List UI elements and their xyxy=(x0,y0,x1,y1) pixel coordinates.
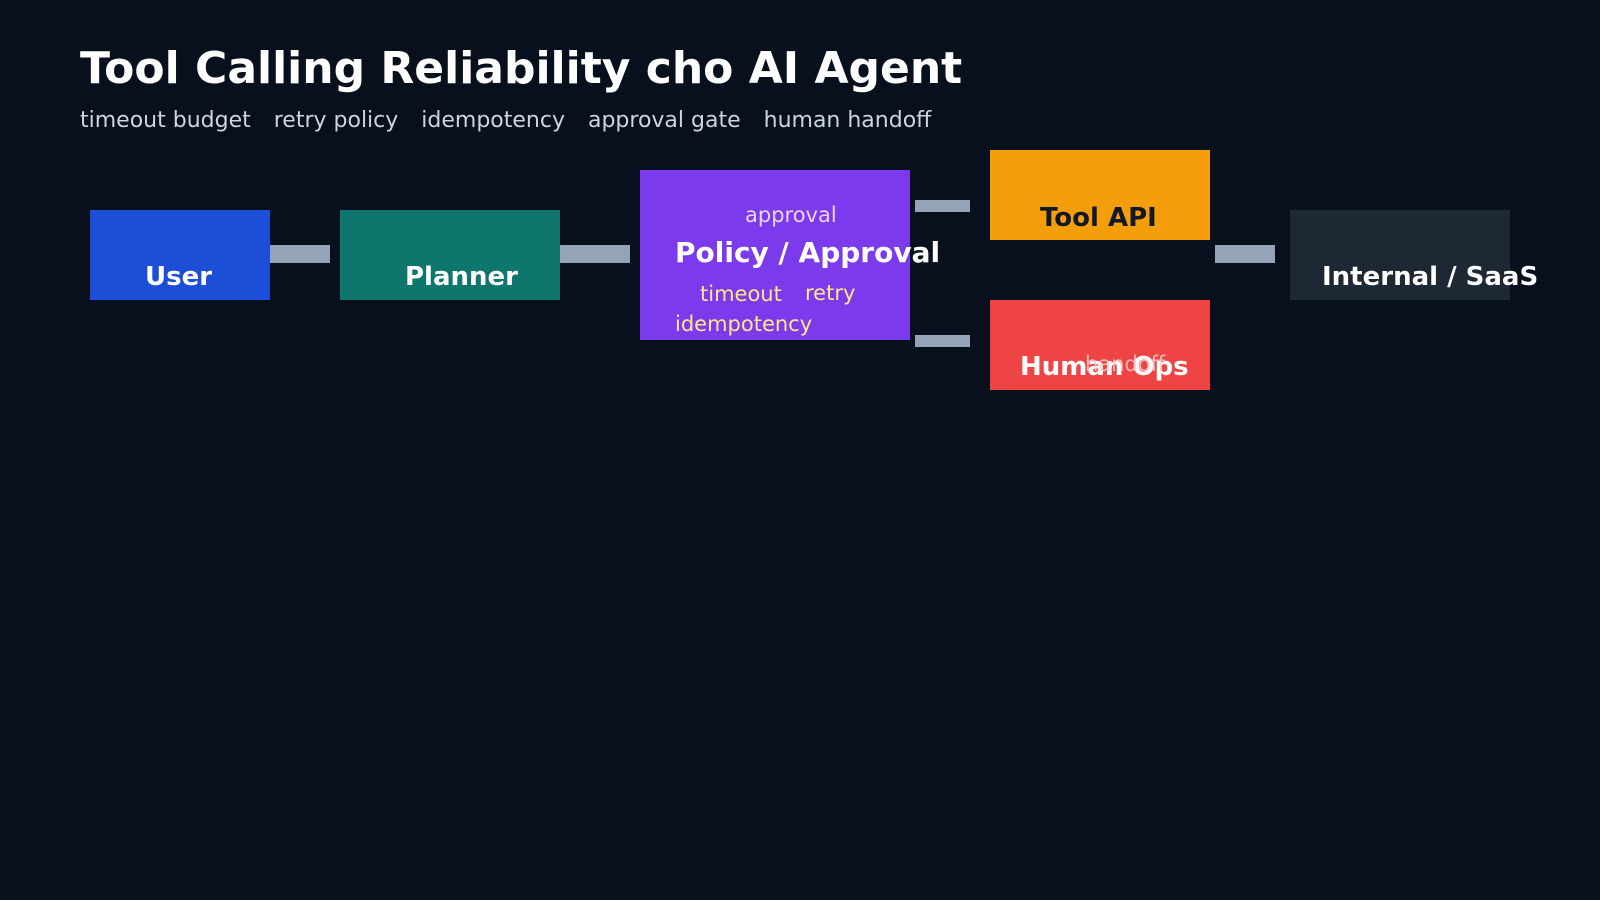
node-policy-approval xyxy=(640,170,910,340)
node-human-ops xyxy=(990,300,1210,390)
connector-policy-tool-api xyxy=(915,200,970,212)
tag-idempotency: idempotency xyxy=(421,108,565,133)
policy-note-idempotency: idempotency xyxy=(675,312,813,336)
connector-user-planner xyxy=(270,245,330,263)
page-title: Tool Calling Reliability cho AI Agent xyxy=(80,43,963,94)
connector-policy-human-ops xyxy=(915,335,970,347)
policy-note-timeout: timeout xyxy=(700,282,782,306)
node-planner-label: Planner xyxy=(405,262,518,292)
node-human-ops-label: Human Ops xyxy=(1020,352,1189,382)
node-user-label: User xyxy=(145,262,213,292)
node-planner xyxy=(340,210,560,300)
policy-approval-note: approval xyxy=(745,203,837,227)
tag-approval-gate: approval gate xyxy=(587,108,741,133)
node-internal-saas-label: Internal / SaaS xyxy=(1322,262,1539,292)
human-ops-handoff-note: handoff xyxy=(1085,352,1166,376)
node-internal-saas xyxy=(1290,210,1510,300)
node-tool-api xyxy=(990,150,1210,240)
tag-list: timeout budget retry policy idempotency … xyxy=(80,108,931,133)
tag-retry-policy: retry policy xyxy=(273,108,399,133)
node-user xyxy=(90,210,270,300)
tag-timeout-budget: timeout budget xyxy=(80,108,251,133)
policy-note-retry: retry xyxy=(805,281,856,305)
tag-human-handoff: human handoff xyxy=(763,108,932,133)
node-tool-api-label: Tool API xyxy=(1040,203,1157,233)
node-policy-approval-label: Policy / Approval xyxy=(675,236,941,269)
connector-tool-api-internal xyxy=(1215,245,1275,263)
connector-planner-policy xyxy=(560,245,630,263)
